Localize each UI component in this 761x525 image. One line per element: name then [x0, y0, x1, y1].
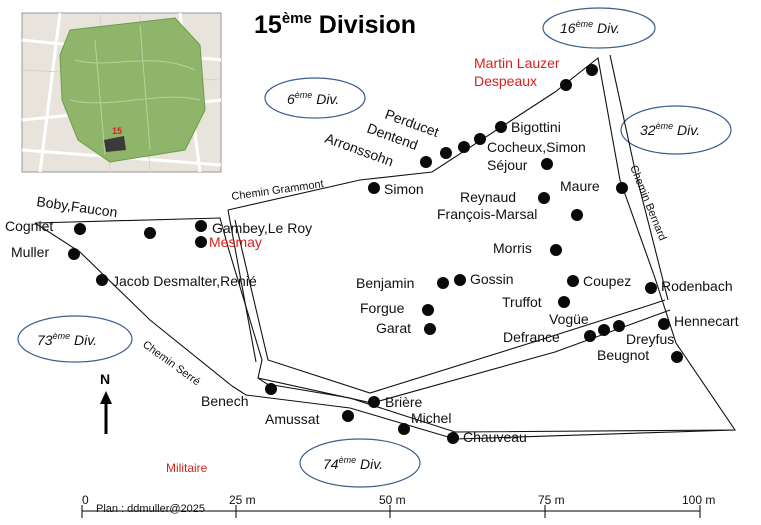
svg-text:16ème Div.: 16ème Div.	[560, 19, 620, 36]
svg-text:Garat: Garat	[376, 320, 411, 336]
neighbor-division-32: 32ème Div.	[620, 105, 732, 155]
svg-text:Truffot: Truffot	[502, 294, 542, 310]
grave-morris: Morris	[493, 240, 562, 256]
north-arrow: N	[100, 371, 112, 434]
grave-cogniet: Cogniet	[5, 218, 86, 235]
grave-reynaud: Reynaud	[460, 189, 550, 205]
grave-beugnot: Beugnot	[597, 347, 683, 363]
grave-martin-lauzer: Martin Lauzer	[474, 55, 598, 76]
svg-text:Séjour: Séjour	[487, 157, 528, 173]
grave-briere: Brière	[368, 394, 423, 410]
inset-location-map: 15	[21, 12, 222, 173]
neighbor-division-16: 16ème Div.	[542, 7, 656, 49]
svg-text:Forgue: Forgue	[360, 300, 405, 316]
svg-text:Benech: Benech	[201, 393, 248, 409]
svg-text:Gossin: Gossin	[470, 271, 514, 287]
grave-hennecart: Hennecart	[658, 313, 739, 330]
svg-text:François-Marsal: François-Marsal	[437, 206, 537, 222]
road-label-serre: Chemin Serré	[140, 339, 202, 389]
grave-gambey-le-roy: Gambey,Le Roy	[195, 220, 312, 236]
svg-text:Cocheux,Simon: Cocheux,Simon	[487, 139, 586, 155]
grave-despeaux: Despeaux	[474, 73, 572, 91]
scale-tick-100: 100 m	[682, 493, 715, 507]
svg-text:Dreyfus: Dreyfus	[626, 331, 674, 347]
grave-rodenbach: Rodenbach	[645, 278, 733, 294]
grave-muller: Muller	[11, 244, 80, 260]
svg-text:74ème Div.: 74ème Div.	[323, 455, 383, 472]
svg-text:Morris: Morris	[493, 240, 532, 256]
svg-text:Rodenbach: Rodenbach	[661, 278, 733, 294]
svg-text:Amussat: Amussat	[265, 411, 320, 427]
scale-tick-75: 75 m	[538, 493, 565, 507]
road-label-bernard: Chemin Bernard	[627, 164, 668, 243]
svg-text:Vogüe: Vogüe	[549, 311, 589, 327]
svg-text:Muller: Muller	[11, 244, 49, 260]
scale-tick-50: 50 m	[379, 493, 406, 507]
svg-text:Martin Lauzer: Martin Lauzer	[474, 55, 560, 71]
inset-division-marker: 15	[112, 126, 122, 136]
grave-gossin: Gossin	[454, 271, 514, 287]
grave-benech: Benech	[201, 383, 277, 409]
svg-text:Bigottini: Bigottini	[511, 119, 561, 135]
grave-maure: Maure	[560, 178, 628, 194]
grave-sejour: Séjour	[487, 157, 553, 173]
grave-mesmay: Mesmay	[195, 234, 262, 250]
svg-text:Despeaux: Despeaux	[474, 73, 537, 89]
svg-text:N: N	[100, 371, 110, 387]
grave-amussat: Amussat	[265, 410, 354, 427]
grave-garat: Garat	[376, 320, 436, 336]
svg-text:Jacob Desmalter,Renié: Jacob Desmalter,Renié	[112, 273, 257, 289]
svg-text:Cogniet: Cogniet	[5, 218, 53, 234]
grave-vogue: Vogüe	[549, 311, 610, 336]
svg-text:Brière: Brière	[385, 394, 423, 410]
svg-text:Gambey,Le Roy: Gambey,Le Roy	[212, 220, 312, 236]
grave-chauveau: Chauveau	[447, 429, 527, 445]
militaire-label: Militaire	[166, 461, 208, 475]
cemetery-park-area	[59, 17, 206, 163]
grave-boby-faucon: Boby,Faucon	[36, 193, 156, 239]
grave-coupez: Coupez	[567, 273, 631, 289]
grave-defrance: Defrance	[503, 329, 596, 345]
division-15-highlight	[104, 136, 126, 152]
svg-text:Michel: Michel	[411, 410, 451, 426]
svg-text:Defrance: Defrance	[503, 329, 560, 345]
svg-text:Chauveau: Chauveau	[463, 429, 527, 445]
grave-simon: Simon	[368, 181, 424, 197]
page-title: 15ème Division	[254, 10, 416, 39]
grave-bigottini: Bigottini	[495, 119, 561, 135]
svg-text:Boby,Faucon: Boby,Faucon	[36, 193, 119, 220]
svg-text:Maure: Maure	[560, 178, 600, 194]
svg-text:6ème Div.: 6ème Div.	[287, 90, 339, 107]
neighbor-division-74: 74ème Div.	[299, 438, 421, 488]
svg-text:Benjamin: Benjamin	[356, 275, 414, 291]
svg-text:Mesmay: Mesmay	[209, 234, 262, 250]
map-credit: Plan : ddmuller@2025	[96, 503, 205, 515]
division-outline	[34, 54, 737, 440]
scale-tick-25: 25 m	[229, 493, 256, 507]
svg-text:Hennecart: Hennecart	[674, 313, 739, 329]
neighbor-division-6: 6ème Div.	[264, 77, 366, 119]
neighbor-division-73: 73ème Div.	[17, 315, 133, 363]
svg-text:Beugnot: Beugnot	[597, 347, 649, 363]
grave-forgue: Forgue	[360, 300, 434, 316]
svg-text:Simon: Simon	[384, 181, 424, 197]
svg-text:73ème Div.: 73ème Div.	[37, 331, 97, 348]
grave-michel: Michel	[398, 410, 451, 435]
scale-bar: 0 25 m 50 m 75 m 100 m Plan : ddmuller@2…	[81, 493, 715, 518]
grave-dreyfus: Dreyfus	[613, 320, 674, 347]
grave-cocheux-simon: Cocheux,Simon	[440, 139, 586, 159]
grave-truffot: Truffot	[502, 294, 570, 310]
grave-francois-marsal: François-Marsal	[437, 206, 583, 222]
graves: Bigottini Perducet Dentend Cocheux,Simon…	[5, 55, 739, 445]
grave-jacob-desmalter-renie: Jacob Desmalter,Renié	[96, 273, 257, 289]
svg-text:32ème Div.: 32ème Div.	[640, 121, 700, 138]
svg-text:Reynaud: Reynaud	[460, 189, 516, 205]
scale-tick-0: 0	[82, 493, 89, 507]
grave-benjamin: Benjamin	[356, 275, 449, 291]
svg-text:Coupez: Coupez	[583, 273, 631, 289]
